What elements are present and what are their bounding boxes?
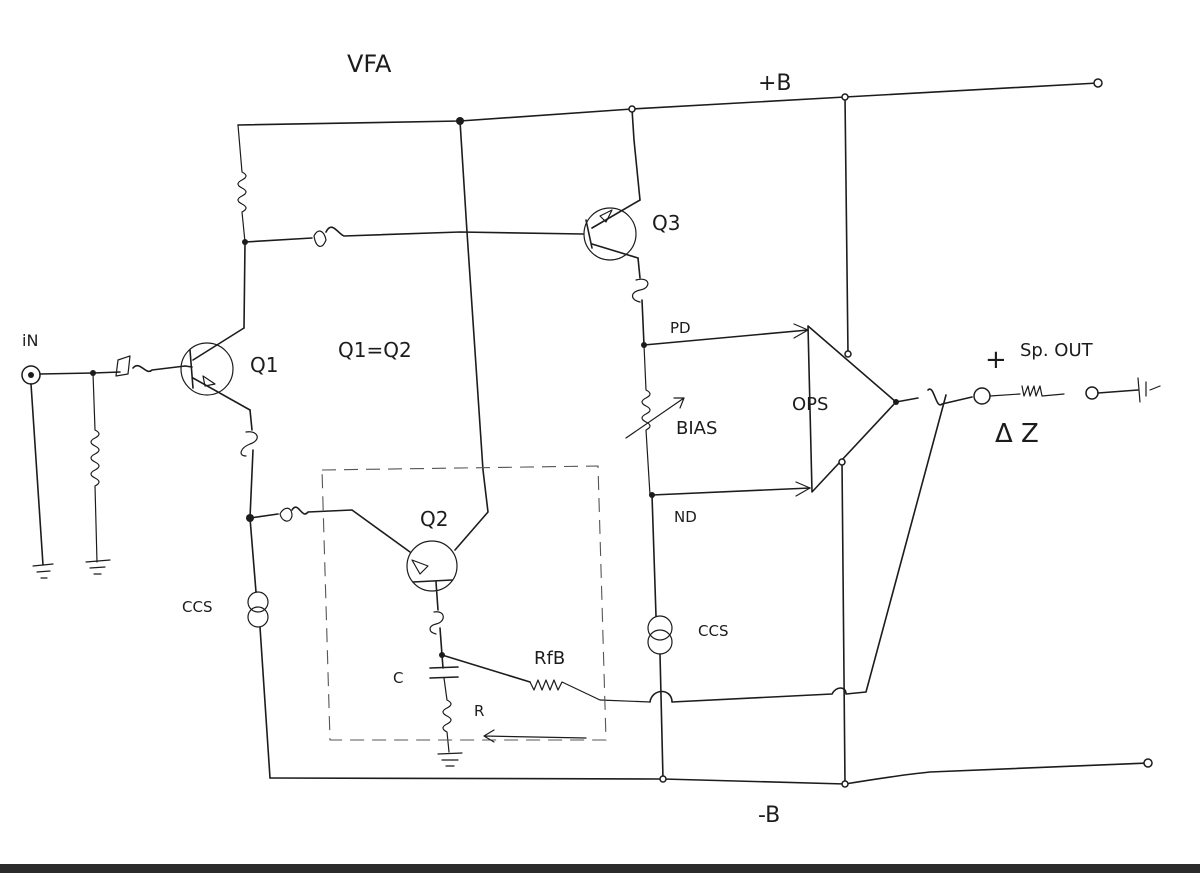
q2-emitter-arrow bbox=[411, 559, 429, 575]
speaker-out-label: Sp. OUT bbox=[1020, 340, 1094, 361]
q1-emitter-lead bbox=[192, 377, 251, 411]
title-label: VFA bbox=[347, 50, 392, 78]
output-wire bbox=[895, 388, 973, 406]
q3-base-crossover-mark bbox=[313, 230, 327, 247]
scan-footer-bar bbox=[0, 864, 1200, 873]
ops-label: OPS bbox=[792, 394, 828, 415]
diff-to-q2-wire bbox=[249, 506, 411, 553]
q2-label: Q2 bbox=[420, 507, 448, 531]
left-ccs-upper-ring bbox=[247, 591, 269, 613]
diff-crossover-mark bbox=[279, 507, 293, 522]
right-ccs-wire-top bbox=[651, 494, 657, 617]
q3-collector-supply bbox=[631, 108, 641, 201]
bias-adjust-arrow bbox=[625, 397, 685, 439]
pd-label: PD bbox=[670, 319, 691, 337]
input-ground-wire bbox=[30, 383, 44, 566]
q3-supply-node bbox=[628, 105, 636, 113]
q2-transistor-body bbox=[406, 540, 458, 592]
ops-positive-node bbox=[841, 93, 849, 101]
negative-rail-wire bbox=[269, 762, 1149, 785]
nd-arrowhead bbox=[795, 481, 811, 497]
nd-label: ND bbox=[674, 508, 697, 526]
q2-collector-supply-wire bbox=[454, 120, 489, 551]
feedback-resistor-rfb bbox=[529, 679, 651, 703]
pd-wire bbox=[643, 329, 809, 346]
q1-collector-lead bbox=[192, 327, 245, 361]
input-ground-symbol bbox=[32, 563, 54, 579]
ops-negative-entry bbox=[838, 458, 846, 466]
negative-rail-node bbox=[659, 775, 667, 783]
nd-wire bbox=[651, 487, 811, 496]
q3-base-wire bbox=[244, 226, 584, 243]
speaker-return-ground bbox=[1137, 377, 1161, 403]
q2-emitter-wire bbox=[435, 581, 443, 656]
rfb-crossover bbox=[649, 394, 947, 703]
feedback-resistor-wire bbox=[441, 654, 531, 683]
speaker-plus-terminal[interactable] bbox=[973, 387, 991, 405]
input-resistor-ground bbox=[85, 559, 111, 575]
q1-emitter-loop-mark bbox=[240, 431, 258, 457]
positive-rail-label: +B bbox=[758, 71, 792, 96]
ops-positive-supply bbox=[844, 96, 849, 355]
left-ccs-lower-ring bbox=[247, 606, 269, 628]
right-ccs-lower-ring bbox=[647, 629, 673, 655]
input-wire bbox=[39, 364, 186, 375]
matched-pair-label: Q1=Q2 bbox=[338, 338, 412, 362]
delta-z-label: Δ Z bbox=[995, 419, 1039, 449]
speaker-plus-label: + bbox=[985, 345, 1007, 375]
left-ccs-wire-top bbox=[249, 517, 257, 593]
q2-emitter-loop-mark bbox=[429, 611, 444, 635]
feedback-capacitor bbox=[429, 666, 459, 679]
input-jack-pin bbox=[28, 372, 34, 378]
negative-rail-label: -B bbox=[758, 803, 780, 828]
q1-emitter-arrow bbox=[202, 375, 216, 387]
q1-emitter-wire bbox=[249, 409, 254, 519]
q3-emitter-arrow bbox=[599, 209, 613, 223]
q1-base-bar bbox=[184, 349, 194, 389]
q1-transistor-body bbox=[180, 342, 234, 396]
q1-collector-wire bbox=[243, 241, 246, 329]
q1-load-resistor bbox=[237, 124, 247, 243]
positive-rail-wire bbox=[237, 82, 1099, 126]
speaker-minus-terminal[interactable] bbox=[1085, 386, 1099, 400]
feedback-resistor bbox=[442, 677, 452, 753]
q3-emitter-lead bbox=[591, 243, 639, 259]
input-resistor bbox=[90, 372, 100, 563]
q3-emitter-wire bbox=[637, 257, 645, 346]
ops-negative-supply bbox=[841, 461, 846, 785]
resistor-label: R bbox=[474, 702, 484, 720]
bias-label: BIAS bbox=[676, 418, 717, 439]
dashed-enclosure bbox=[321, 465, 607, 741]
ops-triangle bbox=[807, 325, 897, 493]
capacitor-label: C bbox=[393, 669, 403, 687]
speaker-return-wire bbox=[1097, 389, 1139, 394]
input-label: iN bbox=[22, 331, 38, 350]
bias-resistor bbox=[641, 344, 651, 496]
q3-emitter-loop-mark bbox=[631, 278, 649, 303]
positive-rail-terminal bbox=[1093, 78, 1103, 88]
q2-base-bar bbox=[412, 579, 453, 583]
speaker-load-coil bbox=[989, 385, 1065, 397]
negative-rail-terminal bbox=[1143, 758, 1153, 768]
q3-label: Q3 bbox=[652, 211, 680, 235]
right-ccs-label: CCS bbox=[698, 622, 728, 640]
ops-positive-entry bbox=[844, 350, 852, 358]
q3-transistor-body bbox=[583, 207, 637, 261]
right-ccs-upper-ring bbox=[647, 615, 673, 641]
feedback-capacitor-wire bbox=[441, 654, 444, 669]
left-ccs-wire-bottom bbox=[259, 626, 271, 779]
q3-collector-lead bbox=[591, 199, 641, 229]
rfb-label: RfB bbox=[534, 648, 565, 669]
q3-base-bar bbox=[585, 219, 593, 249]
q1-label: Q1 bbox=[250, 353, 278, 377]
right-ccs-wire-bottom bbox=[659, 653, 664, 780]
feedback-ground bbox=[437, 752, 463, 767]
input-coupling-mark bbox=[115, 355, 131, 377]
enclosure-arrow bbox=[483, 729, 587, 743]
left-ccs-label: CCS bbox=[182, 598, 212, 616]
ops-negative-node bbox=[841, 780, 849, 788]
